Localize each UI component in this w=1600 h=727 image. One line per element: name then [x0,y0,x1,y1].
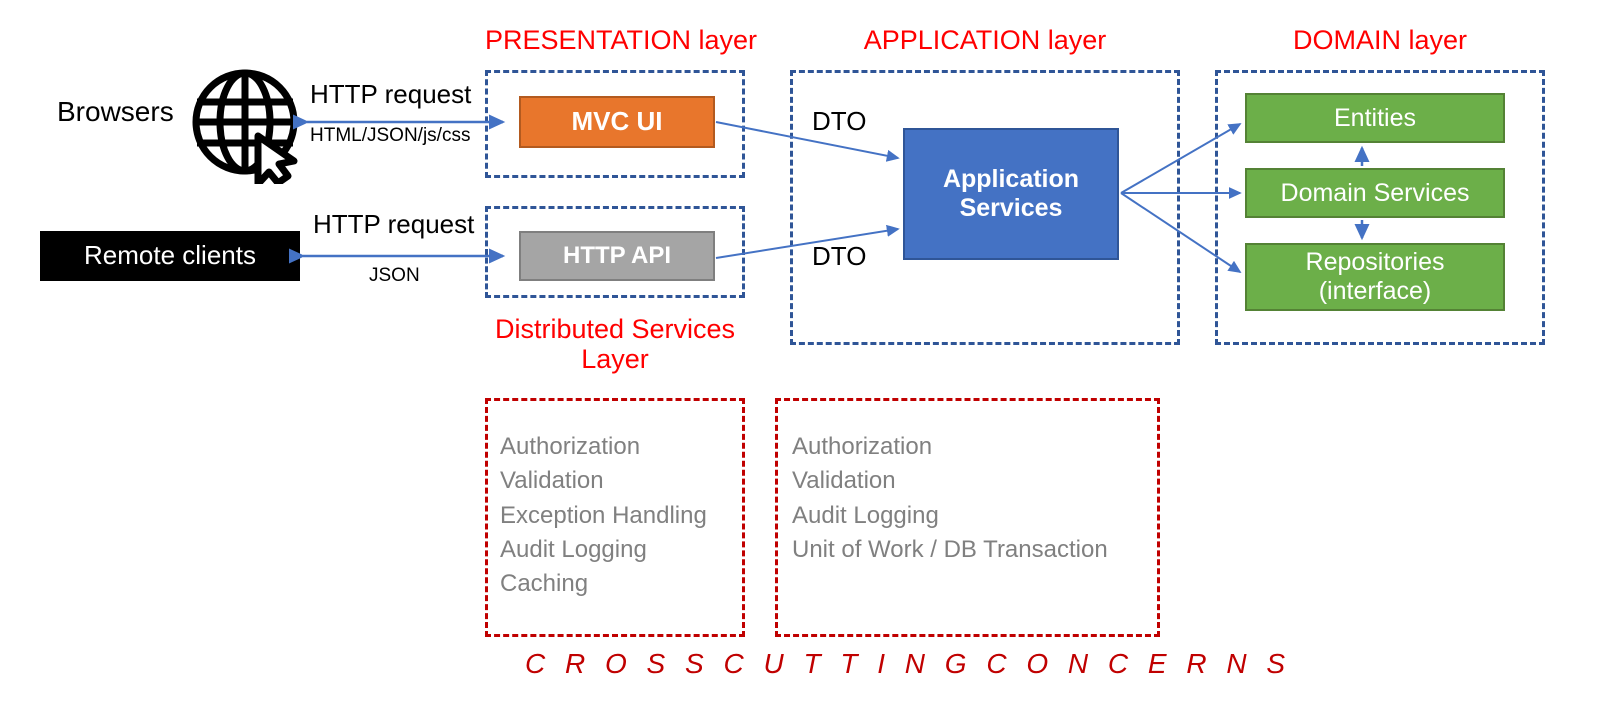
presentation-cross-cutting-list: Authorization Validation Exception Handl… [500,433,707,598]
browsers-label: Browsers [57,96,174,127]
remote-http-request-label: HTTP request [313,209,475,239]
application-cross-cutting-container [775,398,1160,637]
domain-layer-title: DOMAIN layer [1292,25,1468,55]
remote-clients-box: Remote clients [40,231,300,281]
application-services-box[interactable]: Application Services [903,128,1119,260]
remote-response-label: JSON [369,265,420,286]
application-layer-title: APPLICATION layer [863,25,1107,55]
globe-cursor-icon [188,62,306,188]
presentation-cross-cutting-container [485,398,745,637]
entities-box[interactable]: Entities [1245,93,1505,143]
application-cross-cutting-list: Authorization Validation Audit Logging U… [792,433,1108,563]
application-services-label-line1: Application [942,165,1080,194]
domain-services-box[interactable]: Domain Services [1245,168,1505,218]
application-services-label-line2: Services [959,194,1063,222]
http-api-box[interactable]: HTTP API [519,231,715,281]
mvc-ui-box[interactable]: MVC UI [519,96,715,148]
repositories-label-line1: Repositories [1305,248,1445,277]
repositories-box[interactable]: Repositories (interface) [1245,243,1505,311]
distributed-services-layer-title: Distributed Services Layer [494,314,736,375]
repositories-label-line2: (interface) [1318,277,1432,305]
browser-http-request-label: HTTP request [310,79,472,109]
browser-response-label: HTML/JSON/js/css [310,125,471,146]
presentation-layer-title: PRESENTATION layer [485,25,758,55]
cross-cutting-concerns-caption: C R O S S C U T T I N G C O N C E R N S [525,648,1292,679]
